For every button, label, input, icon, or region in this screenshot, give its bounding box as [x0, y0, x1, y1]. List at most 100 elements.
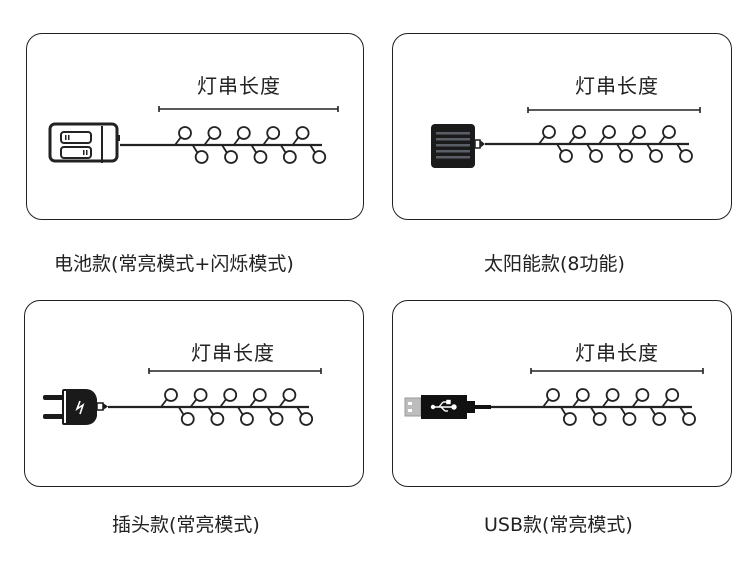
panel-solar: 灯串长度: [392, 33, 732, 220]
plug-diagram: [43, 368, 322, 426]
bulb-stem: [601, 398, 610, 408]
bulb-stem: [249, 398, 257, 408]
light-bulb-icon: [589, 149, 603, 163]
bulb-stem: [309, 144, 317, 154]
light-bulb-icon: [635, 388, 650, 402]
light-bulb-icon: [269, 412, 284, 426]
bulb-stem: [586, 143, 593, 153]
light-bulb-icon: [572, 125, 586, 139]
panel-plug: 灯串长度: [24, 300, 364, 487]
bulb-stem: [291, 136, 300, 146]
light-bulb-icon: [295, 126, 310, 140]
light-bulb-icon: [602, 125, 616, 139]
bulb-stem: [203, 136, 212, 146]
bulb-stem: [250, 144, 258, 154]
bulb-stem: [568, 135, 576, 145]
light-bulb-icon: [240, 412, 254, 426]
solar-diagram: [431, 107, 701, 168]
light-bulb-icon: [312, 150, 327, 164]
bulb-stem: [628, 135, 636, 145]
light-bulb-icon: [194, 150, 209, 164]
light-bulb-icon: [562, 412, 577, 426]
light-bulb-icon: [679, 149, 693, 163]
bulb-stem: [560, 406, 567, 416]
bulb-stem: [174, 136, 182, 146]
light-bulb-icon: [224, 150, 238, 164]
bulb-stem: [661, 398, 669, 408]
bulb-stem: [646, 143, 653, 153]
light-bulb-icon: [282, 150, 297, 164]
bulb-stem: [191, 144, 199, 154]
light-bulb-icon: [193, 388, 208, 402]
bulb-stem: [237, 406, 244, 416]
bulb-stem: [538, 135, 546, 145]
light-bulb-icon: [592, 412, 607, 426]
bulb-stem: [676, 143, 683, 153]
light-bulb-icon: [665, 388, 680, 402]
light-bulb-icon: [649, 149, 663, 163]
bulb-stem: [219, 398, 227, 408]
bulb-stem: [207, 406, 215, 416]
bulb-stem: [572, 398, 580, 408]
light-bulb-icon: [662, 125, 676, 139]
light-bulb-icon: [178, 126, 192, 140]
bulb-stem: [177, 406, 185, 416]
bulb-stem: [658, 135, 666, 145]
bulb-stem: [221, 144, 228, 154]
light-bulb-icon: [252, 388, 267, 402]
light-bulb-icon: [575, 388, 590, 402]
bulb-stem: [296, 406, 303, 416]
bulb-stem: [280, 144, 287, 154]
bulb-stem: [542, 398, 550, 408]
bulb-stem: [598, 135, 606, 145]
power-plug-icon: [43, 389, 108, 425]
light-bulb-icon: [210, 412, 225, 426]
bulb-stem: [262, 136, 270, 146]
light-bulb-icon: [266, 126, 281, 140]
bulb-stem: [616, 143, 623, 153]
caption-solar: 太阳能款(8功能): [484, 253, 625, 275]
bulb-stem: [556, 143, 563, 153]
solar-panel-icon: [431, 124, 485, 168]
bulb-stem: [266, 406, 274, 416]
light-bulb-icon: [236, 126, 251, 140]
caption-usb: USB款(常亮模式): [484, 514, 633, 536]
light-bulb-icon: [546, 388, 560, 402]
light-bulb-icon: [299, 412, 314, 426]
light-bulb-icon: [605, 388, 620, 402]
bulb-stem: [189, 398, 198, 408]
light-bulb-icon: [542, 125, 556, 139]
bulb-stem: [233, 136, 241, 146]
light-bulb-icon: [164, 388, 178, 402]
bulb-stem: [619, 406, 627, 416]
light-bulb-icon: [622, 412, 637, 426]
caption-plug: 插头款(常亮模式): [112, 514, 260, 536]
bulb-stem: [589, 406, 597, 416]
length-label: 灯串长度: [197, 74, 281, 98]
caption-battery: 电池款(常亮模式+闪烁模式): [54, 253, 294, 275]
length-label: 灯串长度: [191, 341, 275, 365]
length-label: 灯串长度: [575, 341, 659, 365]
panel-usb: 灯串长度: [392, 300, 732, 487]
light-bulb-icon: [223, 388, 238, 402]
light-bulb-icon: [282, 388, 297, 402]
bulb-stem: [160, 398, 168, 408]
light-bulb-icon: [652, 412, 667, 426]
light-bulb-icon: [253, 150, 268, 164]
light-bulb-icon: [632, 125, 646, 139]
bulb-stem: [631, 398, 640, 408]
length-label: 灯串长度: [575, 74, 659, 98]
panel-battery: 灯串长度: [26, 33, 364, 220]
usb-diagram: [404, 368, 704, 426]
light-bulb-icon: [559, 149, 573, 163]
light-bulb-icon: [180, 412, 195, 426]
usb-plug-icon: [404, 395, 491, 419]
bulb-stem: [649, 406, 657, 416]
bulb-stem: [278, 398, 287, 408]
battery-box-icon: [48, 122, 120, 163]
bulb-stem: [679, 406, 686, 416]
light-bulb-icon: [619, 149, 633, 163]
light-bulb-icon: [682, 412, 696, 426]
battery-diagram: [48, 106, 339, 164]
light-bulb-icon: [207, 126, 222, 140]
